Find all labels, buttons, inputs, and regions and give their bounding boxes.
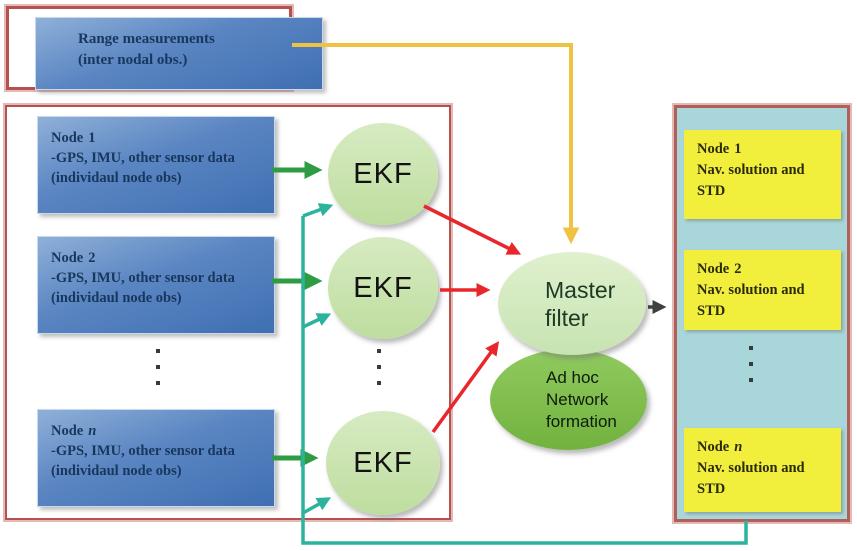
range-measurements-line1: Range measurements xyxy=(78,31,215,47)
output-node-2-line2: Nav. solution and xyxy=(697,282,805,298)
input-node-n-line2: -GPS, IMU, other sensor data xyxy=(51,443,235,459)
output-node-2-line3: STD xyxy=(697,303,726,319)
input-node-2-line3: (individaul node obs) xyxy=(51,290,182,306)
ellipsis-dots: ... xyxy=(156,349,160,385)
ekf-filter-n: EKF xyxy=(326,411,440,515)
range-measurements-line2: (inter nodal obs.) xyxy=(78,52,188,68)
output-node-1-line3: STD xyxy=(697,183,726,199)
ekf-filter-1: EKF xyxy=(328,123,438,225)
ellipsis-dots: ... xyxy=(377,349,381,385)
input-node-1-line2: -GPS, IMU, other sensor data xyxy=(51,150,235,166)
master-filter-line2: filter xyxy=(545,304,589,331)
input-node-1-line3: (individaul node obs) xyxy=(51,170,182,186)
output-node-n-line2: Nav. solution and xyxy=(697,460,805,476)
ekf-filter-2: EKF xyxy=(328,237,438,339)
range-measurements-frame: Range measurements (inter nodal obs.) xyxy=(4,4,323,92)
range-measurements-box: Range measurements (inter nodal obs.) xyxy=(35,17,323,90)
output-node-n-line3: STD xyxy=(697,481,726,497)
master-filter-ellipse: Master filter xyxy=(498,252,646,355)
master-filter-line1: Master xyxy=(545,276,616,303)
input-node-n-line3: (individaul node obs) xyxy=(51,463,182,479)
output-node-1-line2: Nav. solution and xyxy=(697,162,805,178)
adhoc-line3: formation xyxy=(546,411,617,431)
adhoc-line2: Network xyxy=(546,389,609,409)
input-node-2-line2: -GPS, IMU, other sensor data xyxy=(51,270,235,286)
adhoc-network-formation-ellipse: Ad hoc Network formation xyxy=(490,349,647,450)
adhoc-line1: Ad hoc xyxy=(546,367,599,387)
ellipsis-dots: ... xyxy=(749,346,753,382)
